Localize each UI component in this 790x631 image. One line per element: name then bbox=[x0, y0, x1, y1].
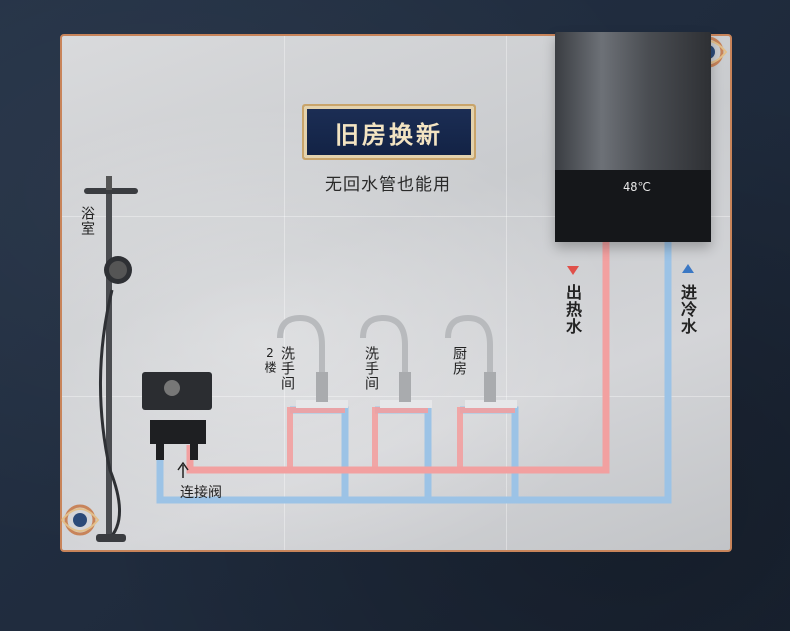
hot-out-label: 出热水 bbox=[563, 284, 582, 335]
tap-washroom-label: 洗手间 bbox=[363, 346, 379, 391]
tap-2f-label-a: 2楼 bbox=[263, 346, 277, 374]
hot-branch-2 bbox=[372, 407, 428, 470]
cold-branch-2 bbox=[375, 406, 432, 500]
faucet-2 bbox=[360, 314, 432, 408]
cold-water-pipe bbox=[156, 240, 672, 504]
tap-2f-label-b: 洗手间 bbox=[279, 346, 295, 391]
cold-in-label: 进冷水 bbox=[678, 284, 697, 335]
hot-arrow-icon bbox=[567, 266, 579, 275]
hot-water-pipe bbox=[186, 240, 610, 474]
valve-label: 连接阀 bbox=[180, 485, 222, 501]
heater-control-panel: 48℃ bbox=[555, 170, 711, 242]
faucet-1 bbox=[277, 314, 348, 408]
mixer-valve bbox=[142, 372, 212, 460]
cold-branch-3 bbox=[460, 406, 519, 500]
tile-seam bbox=[506, 36, 507, 550]
title-plaque: 旧房换新 bbox=[302, 104, 476, 160]
hot-branch-3 bbox=[457, 407, 515, 470]
hot-branch-1 bbox=[287, 407, 345, 470]
tile-seam bbox=[284, 36, 285, 550]
faucet-3 bbox=[445, 314, 517, 408]
bathroom-label: 浴室 bbox=[79, 206, 95, 236]
shower-set bbox=[84, 176, 138, 542]
up-arrow-icon bbox=[177, 461, 189, 478]
corner-ornament-icon bbox=[61, 504, 100, 536]
tap-kitchen-label: 厨房 bbox=[451, 346, 467, 376]
tile-seam bbox=[62, 396, 730, 397]
tile-seam bbox=[62, 216, 730, 217]
page-title: 旧房换新 bbox=[335, 119, 443, 149]
temperature-display: 48℃ bbox=[623, 180, 651, 194]
water-heater: 48℃ bbox=[555, 32, 711, 242]
cold-branch-1 bbox=[290, 406, 349, 500]
page-subtitle: 无回水管也能用 bbox=[325, 175, 451, 195]
cold-arrow-icon bbox=[682, 264, 694, 273]
